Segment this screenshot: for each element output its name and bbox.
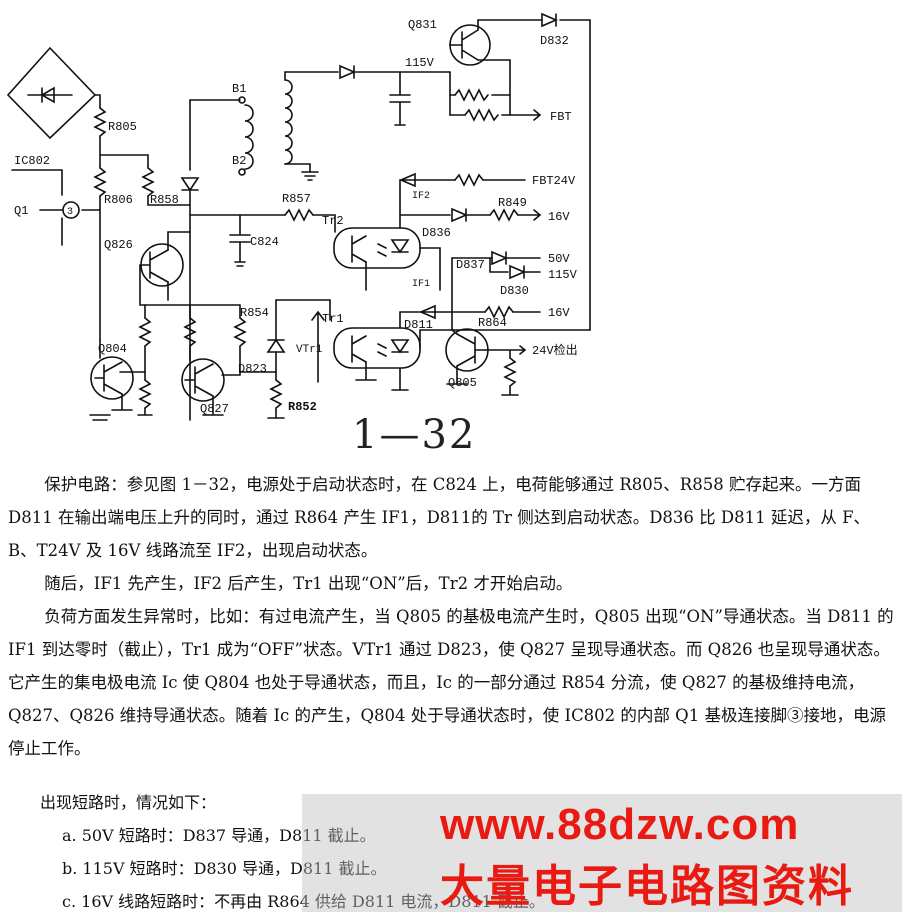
transistor-q804 xyxy=(90,356,134,400)
label-r806: R806 xyxy=(104,193,133,207)
label-if2: IF2 xyxy=(412,191,430,202)
resistor-q805-base xyxy=(503,357,517,387)
label-ic802: IC802 xyxy=(14,154,50,168)
pin-3-marker xyxy=(62,201,80,219)
diode-d837 xyxy=(491,250,509,266)
watermark-url: www.88dzw.com xyxy=(440,800,800,849)
diode-d811 xyxy=(418,304,436,320)
paragraph-1: 保护电路：参见图 1－32，电源处于启动状态时，在 C824 上，电荷能够通过 … xyxy=(8,475,871,560)
resistor-r-q827 xyxy=(183,317,197,347)
label-d811: D811 xyxy=(404,318,433,332)
list-item: c. 16V 线路短路时：不再由 R864 供给 D811 电流，D811 截止… xyxy=(62,892,545,911)
label-if1: IF1 xyxy=(412,279,430,290)
label-16v-a: 16V xyxy=(548,210,570,224)
label-tr1: Tr1 xyxy=(322,312,344,326)
short-circuit-list: 出现短路时，情况如下： a. 50V 短路时：D837 导通，D811 截止。 … xyxy=(40,786,582,918)
optocoupler-tr2 xyxy=(333,227,421,269)
label-16v-b: 16V xyxy=(548,306,570,320)
label-b1: B1 xyxy=(232,82,246,96)
resistor-fbt24v xyxy=(454,173,484,187)
label-c824: C824 xyxy=(250,235,279,249)
resistor-r858 xyxy=(141,167,155,197)
transistor-q827 xyxy=(181,358,225,402)
resistor-r852 xyxy=(269,379,283,409)
label-q1: Q1 xyxy=(14,204,28,218)
label-r852: R852 xyxy=(288,400,317,414)
bridge-rectifier xyxy=(6,46,97,140)
list-item: b. 115V 短路时：D830 导通，D811 截止。 xyxy=(62,859,387,878)
label-115v-b: 115V xyxy=(548,268,578,282)
list-intro: 出现短路时，情况如下： xyxy=(40,793,217,812)
label-r854: R854 xyxy=(240,306,269,320)
label-115v: 115V xyxy=(405,56,435,70)
resistor-r864 xyxy=(484,305,514,319)
label-r805: R805 xyxy=(108,120,137,134)
label-fbt24v: FBT24V xyxy=(532,174,576,188)
label-50v: 50V xyxy=(548,252,570,266)
label-r858: R858 xyxy=(150,193,179,207)
diode-d830 xyxy=(509,264,527,280)
label-r849: R849 xyxy=(498,196,527,210)
resistor-r857 xyxy=(284,208,314,222)
resistor-r806 xyxy=(93,167,107,197)
paragraph-2: 随后，IF1 先产生，IF2 后产生，Tr1 出现“ON”后，Tr2 才开始启动… xyxy=(44,574,573,593)
diode-d832 xyxy=(541,12,559,28)
watermark-backdrop xyxy=(302,794,902,912)
label-q831: Q831 xyxy=(408,18,437,32)
optocoupler-tr1 xyxy=(333,327,421,369)
body-text: 保护电路：参见图 1－32，电源处于启动状态时，在 C824 上，电荷能够通过 … xyxy=(8,468,898,765)
diode-d823 xyxy=(266,338,286,353)
label-d837: D837 xyxy=(456,258,485,272)
diode-d836 xyxy=(451,207,469,223)
label-d823: D823 xyxy=(238,362,267,376)
resistor-r805 xyxy=(93,107,107,137)
label-b2: B2 xyxy=(232,154,246,168)
label-q827: Q827 xyxy=(200,402,229,416)
label-vtr1: VTr1 xyxy=(296,344,323,356)
resistor-r849 xyxy=(489,208,519,222)
label-pin3: 3 xyxy=(67,207,73,218)
label-q805: Q805 xyxy=(448,376,477,390)
diode-d-feed xyxy=(180,177,200,192)
list-item: a. 50V 短路时：D837 导通，D811 截止。 xyxy=(62,826,376,845)
diode-if2 xyxy=(398,172,416,188)
paragraph-3: 负荷方面发生异常时，比如：有过电流产生，当 Q805 的基极电流产生时，Q805… xyxy=(8,607,894,758)
resistor-under-q804 xyxy=(138,379,152,409)
label-fbt: FBT xyxy=(550,110,572,124)
label-q826: Q826 xyxy=(104,238,133,252)
watermark-text: 大量电子电路图资料 xyxy=(440,861,854,912)
label-d830: D830 xyxy=(500,284,529,298)
label-r864: R864 xyxy=(478,316,507,330)
label-d836: D836 xyxy=(422,226,451,240)
circuit-schematic: Q831 D832 115V FBT R805 B1 B2 IC802 Q1 3… xyxy=(6,12,591,421)
label-r857: R857 xyxy=(282,192,311,206)
resistor-r854 xyxy=(233,317,247,347)
diode-d-115 xyxy=(339,64,357,80)
label-24v-detect: 24V检出 xyxy=(532,342,578,358)
figure-number: 1—32 xyxy=(352,412,477,458)
label-d832: D832 xyxy=(540,34,569,48)
resistor-fbt-1 xyxy=(454,88,489,102)
resistor-fbt-2 xyxy=(464,108,499,122)
resistor-under-q826 xyxy=(138,317,152,347)
label-tr2: Tr2 xyxy=(322,214,344,228)
label-q804: Q804 xyxy=(98,342,127,356)
